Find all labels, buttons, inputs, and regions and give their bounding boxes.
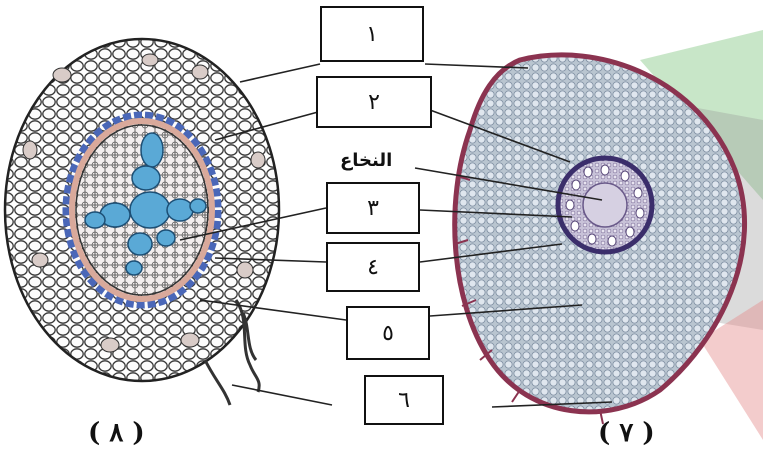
pith-label: النخاع — [340, 150, 392, 171]
left-root-drawing — [5, 39, 279, 405]
right-root-micrograph — [455, 30, 763, 440]
label-box-6: ٦ — [364, 375, 444, 425]
right-pith — [583, 183, 627, 227]
label-box-5: ٥ — [346, 306, 430, 360]
figure-label-right: ( ٧ ) — [598, 418, 655, 448]
label-box-4: ٤ — [326, 242, 420, 292]
figure-label-left: ( ٨ ) — [88, 418, 145, 448]
label-box-1: ١ — [320, 6, 424, 62]
label-box-2: ٢ — [316, 76, 432, 128]
label-box-3: ٣ — [326, 182, 420, 234]
